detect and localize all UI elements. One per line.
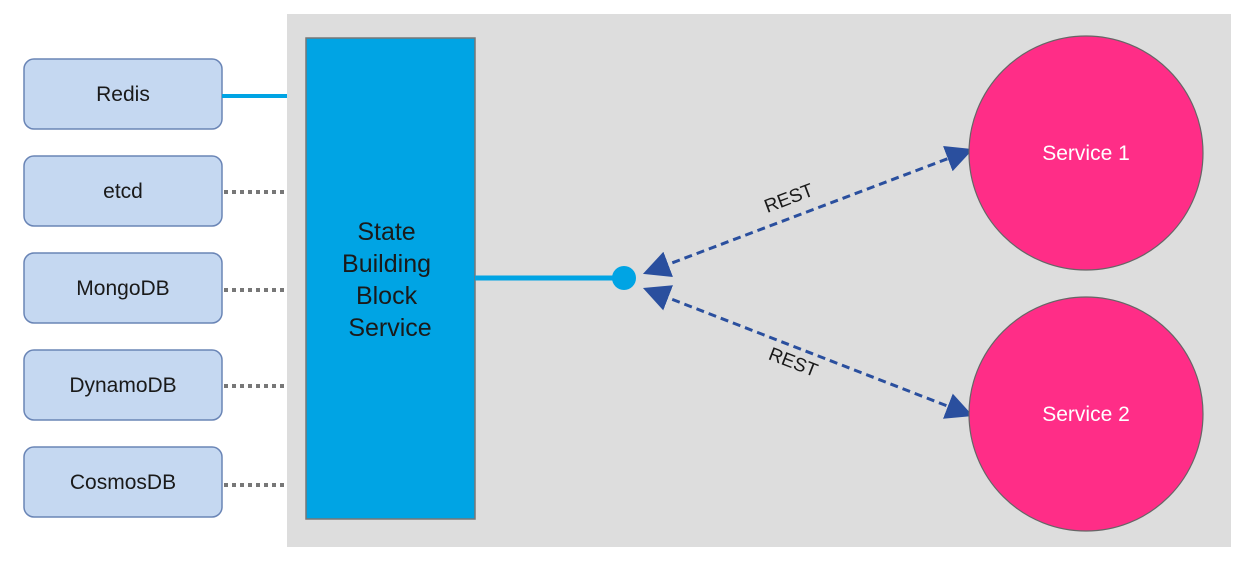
store-dynamodb[interactable]: DynamoDB	[23, 349, 287, 421]
state-building-block-service[interactable]: State Building Block Service	[305, 37, 476, 520]
state-service-label: State Building Block Service	[342, 218, 438, 342]
state-service-line: Block	[356, 282, 418, 310]
service-label: Service 1	[1042, 142, 1130, 165]
store-label: DynamoDB	[69, 374, 176, 397]
state-service-line: Building	[342, 250, 431, 278]
store-label: MongoDB	[76, 277, 169, 300]
state-service-box[interactable]	[305, 37, 476, 520]
state-service-line: Service	[348, 314, 431, 342]
stores-group: Redis etcd MongoDB DynamoDB CosmosDB	[23, 58, 287, 518]
store-box[interactable]	[23, 446, 223, 518]
rest-arrow	[642, 285, 974, 419]
rest-arrow	[642, 146, 974, 277]
service-1[interactable]: Service 1	[968, 35, 1204, 271]
service-label: Service 2	[1042, 403, 1130, 426]
store-label: Redis	[96, 83, 150, 106]
store-box[interactable]	[23, 349, 223, 421]
service-node[interactable]	[968, 35, 1204, 271]
store-etcd[interactable]: etcd	[23, 155, 287, 227]
service-node[interactable]	[968, 296, 1204, 532]
service-2[interactable]: Service 2	[968, 296, 1204, 532]
store-mongodb[interactable]: MongoDB	[23, 252, 287, 324]
api-endpoint-dot[interactable]	[612, 266, 636, 290]
store-label: CosmosDB	[70, 471, 176, 494]
store-redis[interactable]: Redis	[23, 58, 287, 130]
store-box[interactable]	[23, 252, 223, 324]
store-label: etcd	[103, 180, 143, 203]
state-service-line: State	[357, 218, 415, 246]
store-cosmosdb[interactable]: CosmosDB	[23, 446, 287, 518]
store-box[interactable]	[23, 155, 223, 227]
